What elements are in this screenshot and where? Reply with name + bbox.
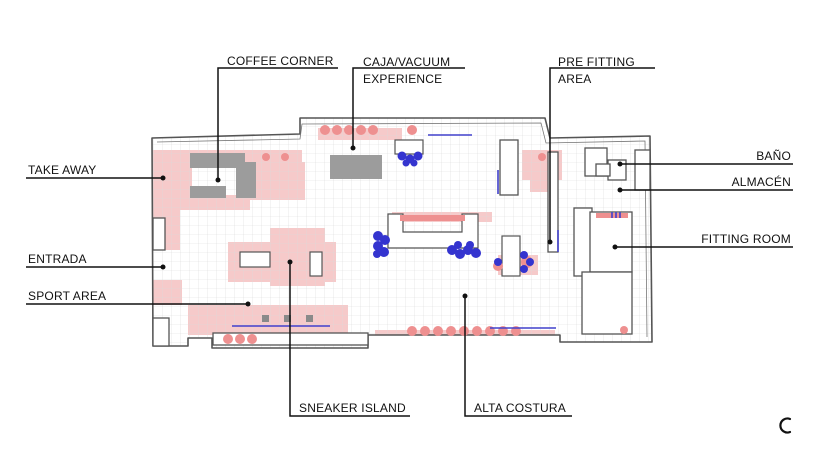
- label-pre-fitting-line2: AREA: [558, 72, 591, 86]
- label-caja-line1: CAJA/VACUUM: [363, 55, 450, 69]
- counters: [190, 153, 382, 198]
- leader-dots: [160, 145, 623, 307]
- seating: [373, 151, 534, 273]
- clothing-rails: [232, 134, 621, 329]
- posts: [262, 315, 313, 322]
- display-fixtures: [239, 139, 521, 277]
- leader-lines: [26, 67, 793, 417]
- brand-logo-icon: [779, 417, 792, 434]
- label-pre-fitting-line1: PRE FITTING: [558, 55, 635, 69]
- label-caja-line2: EXPERIENCE: [363, 72, 442, 86]
- label-coffee-corner: COFFEE CORNER: [227, 54, 334, 68]
- label-sneaker-island: SNEAKER ISLAND: [299, 401, 406, 415]
- label-take-away: TAKE AWAY: [28, 163, 96, 177]
- label-alta-costura: ALTA COSTURA: [474, 401, 566, 415]
- label-entrada: ENTRADA: [28, 252, 87, 266]
- outer-walls: [151, 117, 653, 349]
- label-bano: BAÑO: [756, 149, 791, 163]
- label-sport-area: SPORT AREA: [28, 289, 106, 303]
- label-almacen: ALMACÉN: [732, 174, 791, 189]
- label-fitting-room: FITTING ROOM: [701, 232, 791, 246]
